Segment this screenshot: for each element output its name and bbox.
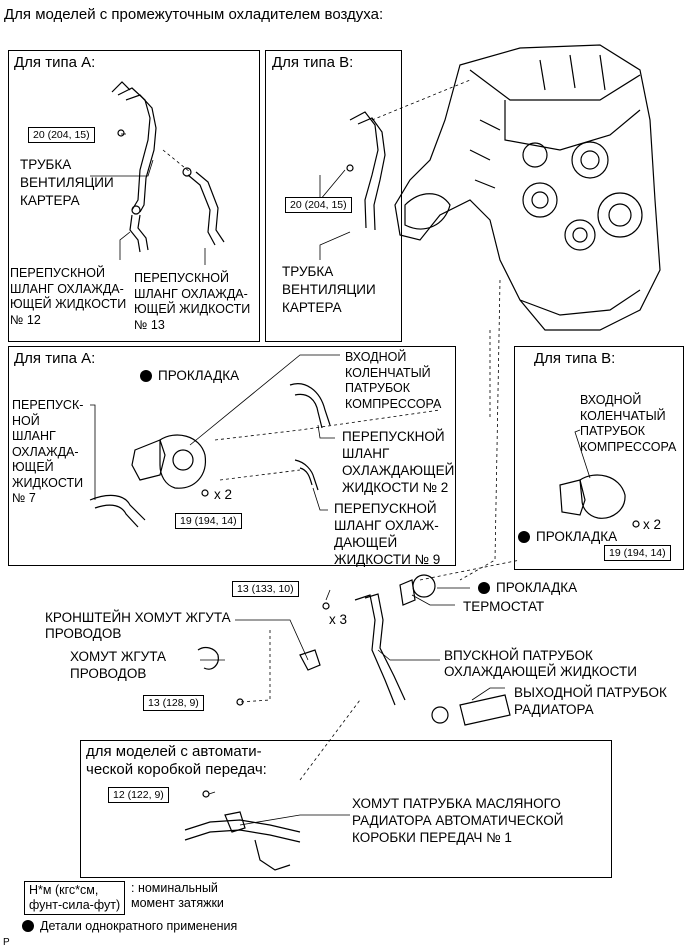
torque-label: 20 (204, 15) [28,127,95,143]
non-reusable-dot-icon [22,920,34,932]
bypass-hose-12-label: ПЕРЕПУСКНОЙ ШЛАНГ ОХЛАЖДА- ЮЩЕЙ ЖИДКОСТИ… [10,266,127,327]
oil-cooler-hose-clamp-label: ХОМУТ ПАТРУБКА МАСЛЯНОГО РАДИАТОРА АВТОМ… [352,796,564,845]
panel-type-a-mid [8,346,456,566]
compressor-inlet-elbow-label: ВХОДНОЙ КОЛЕНЧАТЫЙ ПАТРУБОК КОМПРЕССОРА [580,393,677,454]
coolant-inlet-label: ВПУСКНОЙ ПАТРУБОК ОХЛАЖДАЮЩЕЙ ЖИДКОСТИ [444,648,637,679]
bypass-hose-7-label: ПЕРЕПУСК- НОЙ ШЛАНГ ОХЛАЖДА- ЮЩЕЙ ЖИДКОС… [12,398,84,505]
harness-clamp-bracket-label: КРОНШТЕЙН ХОМУТ ЖГУТА ПРОВОДОВ [45,610,231,641]
torque-label: 20 (204, 15) [285,197,352,213]
gasket-label: ПРОКЛАДКА [518,528,617,546]
panel-type-a-top-title: Для типа A: [14,54,96,71]
harness-clamp-label: ХОМУТ ЖГУТА ПРОВОДОВ [70,649,167,681]
panel-type-b-top [265,50,402,342]
lower-assembly-parts [197,574,511,726]
legend-non-reusable-text: Детали однократного применения [40,919,238,933]
panel-a-mid-parts [89,383,331,528]
panel-a-top-parts [111,81,225,253]
thermostat-label: ТЕРМОСТАТ [463,599,545,614]
panel-type-b-top-title: Для типа B: [272,54,354,71]
compressor-inlet-elbow-label: ВХОДНОЙ КОЛЕНЧАТЫЙ ПАТРУБОК КОМПРЕССОРА [345,350,442,411]
engine-drawing [394,44,661,331]
non-reusable-dot-icon [518,531,530,543]
torque-label: 13 (133, 10) [232,581,299,597]
auto-box-parts [184,790,301,871]
panel-type-a-mid-title: Для типа A: [14,350,96,367]
panel-b-mid-parts [559,474,640,528]
radiator-outlet-label: ВЫХОДНОЙ ПАТРУБОК РАДИАТОРА [514,685,667,717]
gasket-text: ПРОКЛАДКА [496,580,578,595]
non-reusable-dot-icon [140,370,152,382]
non-reusable-dot-icon [478,582,490,594]
gasket-text: ПРОКЛАДКА [536,529,618,544]
legend-non-reusable: Детали однократного применения [22,919,237,933]
torque-label: 19 (194, 14) [175,513,242,529]
panel-type-b-mid-title: Для типа B: [534,350,616,367]
torque-units-box: Н*м (кгс*см, фунт-сила-фут) [24,881,126,915]
panel-b-top-parts [346,111,386,231]
quantity-label: x 2 [214,487,233,502]
bypass-hose-9-label: ПЕРЕПУСКНОЙ ШЛАНГ ОХЛАЖ- ДАЮЩЕЙ ЖИДКОСТИ… [334,501,441,567]
torque-label: 19 (194, 14) [604,545,671,561]
gasket-label: ПРОКЛАДКА [478,579,577,597]
gasket-text: ПРОКЛАДКА [158,368,240,383]
panel-type-a-top [8,50,260,342]
gasket-label: ПРОКЛАДКА [140,367,239,385]
torque-label: 12 (122, 9) [108,787,169,803]
crankcase-ventilation-pipe-label: ТРУБКА ВЕНТИЛЯЦИИ КАРТЕРА [20,157,114,208]
bypass-hose-13-label: ПЕРЕПУСКНОЙ ШЛАНГ ОХЛАЖДА- ЮЩЕЙ ЖИДКОСТИ… [134,271,251,332]
automatic-transmission-box [80,740,612,878]
footer-mark: P [3,937,10,948]
crankcase-ventilation-pipe-label: ТРУБКА ВЕНТИЛЯЦИИ КАРТЕРА [282,264,376,315]
torque-units-note: : номинальный момент затяжки [131,881,224,910]
torque-label: 13 (128, 9) [143,695,204,711]
quantity-label: x 3 [329,612,348,627]
panel-type-b-mid [514,346,684,570]
quantity-label: x 2 [643,517,662,532]
automatic-transmission-title: для моделей с автомати- ческой коробкой … [86,743,267,778]
bypass-hose-2-label: ПЕРЕПУСКНОЙ ШЛАНГ ОХЛАЖДАЮЩЕЙ ЖИДКОСТИ №… [342,429,455,495]
page-title: Для моделей с промежуточным охладителем … [4,6,384,23]
